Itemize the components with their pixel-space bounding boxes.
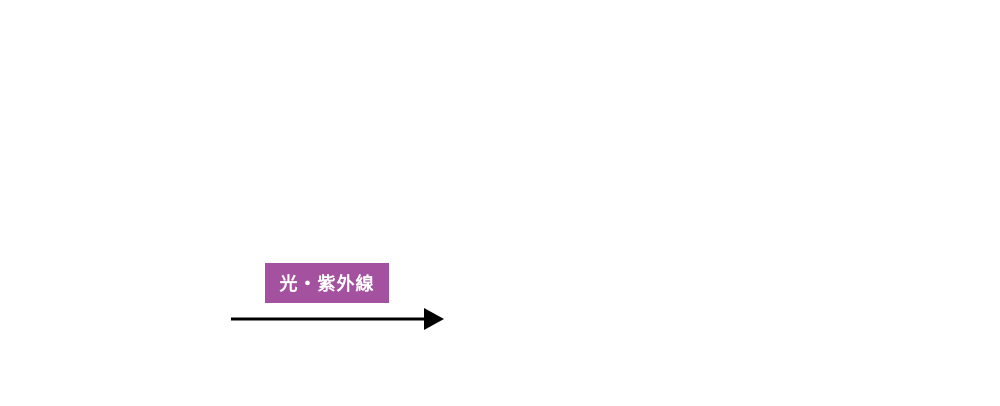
right-arrow — [231, 308, 444, 330]
light-uv-label: 光・紫外線 — [265, 263, 389, 303]
arrow-head — [424, 308, 444, 330]
